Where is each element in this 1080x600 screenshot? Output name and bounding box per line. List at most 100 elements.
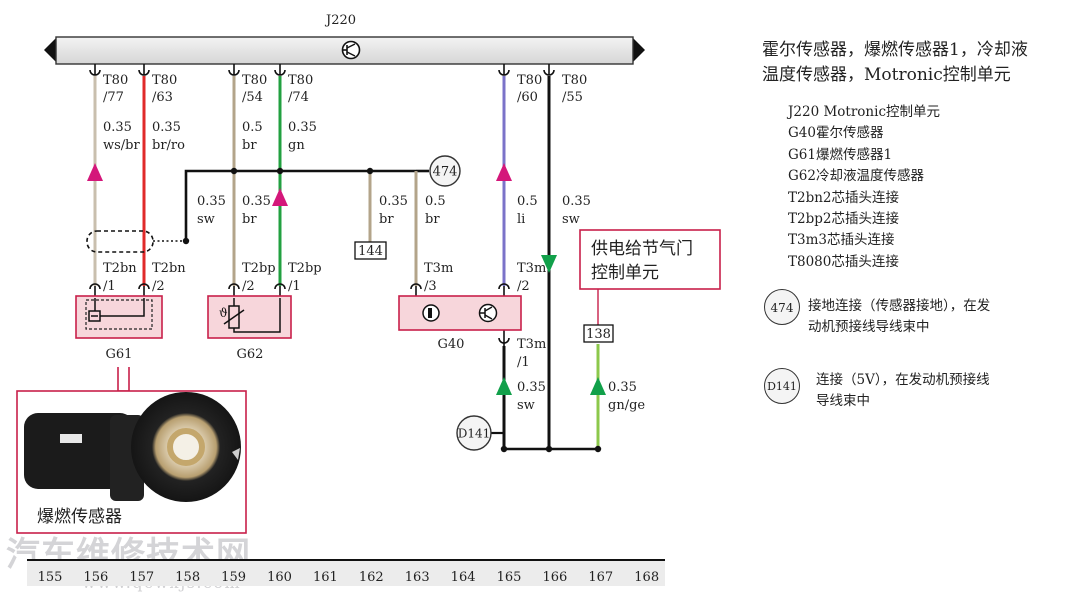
column-number: 157 [129,570,154,585]
legend-item: T2bn2芯插头连接 [788,189,900,206]
pin-sub: /55 [562,90,583,105]
pin-sub: /74 [288,90,309,105]
legend-note-line: 导线束中 [816,393,870,409]
photo-caption: 爆燃传感器 [37,507,122,527]
pin-num: T80 [242,73,267,88]
pin-num: T80 [152,73,177,88]
legend-item: T3m3芯插头连接 [788,232,895,249]
conn-num: T2bp [242,261,276,276]
column-number: 164 [451,570,476,585]
conn-sub: /2 [152,279,165,294]
pin-num: T80 [288,73,313,88]
legend-item: G40霍尔传感器 [788,125,884,142]
legend-item: J220 Motronic控制单元 [788,104,941,120]
wire-size: 0.35 [562,194,591,209]
wire-size: 0.35 [288,120,317,135]
wire-size: 0.35 [103,120,132,135]
conn-num: T3m [424,261,453,276]
wire-sw-branch [184,169,416,241]
wires [93,76,600,451]
thermistor-icon [223,298,281,333]
column-number: 162 [359,570,384,585]
wire-size: 0.35 [242,194,271,209]
g61-shield [85,299,153,330]
bar-right-arrow [633,38,645,62]
column-number: 159 [221,570,246,585]
pin-num: T80 [562,73,587,88]
wire-color: br [242,212,257,227]
column-number: 156 [83,570,108,585]
arrow-up-icon [590,377,606,395]
conn-sub: /1 [103,279,116,294]
conn-sub: /3 [424,279,437,294]
column-number: 167 [588,570,613,585]
column-ruler-bg [27,561,665,586]
d141-symbol [456,415,492,451]
conn-num: T3m [517,337,546,352]
wire-color: li [517,212,525,227]
wire-color: ws/br [103,138,141,153]
legend-title-line: 霍尔传感器，爆燃传感器1，冷却液 [762,40,1028,60]
legend-title-line: 温度传感器，Motronic控制单元 [762,65,1011,85]
callout-throttle [579,229,721,290]
pin-num: T80 [103,73,128,88]
legend-item: G62冷却液温度传感器 [788,168,924,185]
column-number: 160 [267,570,292,585]
pin-sub: /77 [103,90,124,105]
conn-num: T2bn [152,261,186,276]
arrow-up-icon [496,163,512,181]
pin-num: T80 [517,73,542,88]
legend-474-note: 接地连接（传感器接地），在发 动机预接线导线束中 [808,296,990,338]
wire-color: br/ro [152,138,185,153]
legend-474-symbol: 474 [764,289,800,325]
wire-color: sw [562,212,580,227]
g62-label: G62 [237,347,264,362]
conn-num: T2bn [103,261,137,276]
g61-label: G61 [106,347,133,362]
wire-size: 0.5 [242,120,263,135]
signal-arrows [87,163,606,395]
conn-sub: /2 [517,279,530,294]
legend-d141-symbol: D141 [764,368,800,404]
box-138-label: 138 [586,327,611,342]
knock-sensor-icon [88,298,145,322]
legend-note-line: 接地连接（传感器接地），在发 [808,298,991,314]
wire-color: sw [517,398,535,413]
top-pin-markers [89,64,555,76]
knock-sensor-photo [24,392,241,502]
shield-oval [86,230,154,253]
junction-dots [182,167,602,453]
g40-label: G40 [438,337,465,352]
arrow-up-icon [496,377,512,395]
legend-note-line: 动机预接线导线束中 [808,319,930,335]
top-pin-labels: T80 /77 T80 /63 T80 /54 T80 /74 T80 /60 … [103,73,587,105]
box-138 [583,324,614,343]
wire-size: 0.5 [425,194,446,209]
wire-size: 0.5 [517,194,538,209]
hall-element-icon [422,304,440,322]
column-number: 163 [405,570,430,585]
arrow-down-icon [541,255,557,273]
conn-num: T2bp [288,261,322,276]
transistor-icon [341,40,361,60]
wire-color: br [379,212,394,227]
connector-labels: T2bn /1 T2bn /2 T2bp /2 T2bp /1 T3m /3 T… [103,261,546,370]
ground-474-label: 474 [433,165,458,180]
legend-title: 霍尔传感器，爆燃传感器1，冷却液 温度传感器，Motronic控制单元 [762,38,1028,88]
pin-sub: /63 [152,90,173,105]
conn-sub: /1 [517,355,530,370]
arrow-up-icon [272,188,288,206]
pin-sub: /54 [242,90,263,105]
wire-color: gn/ge [608,398,645,413]
wire-color: sw [197,212,215,227]
d141-label: D141 [458,427,491,441]
callout-line-1: 供电给节气门 [591,239,693,259]
pin-sub: /60 [517,90,538,105]
legend-item: T2bp2芯插头连接 [788,211,899,228]
conn-num: T3m [517,261,546,276]
wire-size: 0.35 [379,194,408,209]
wire-size: 0.35 [517,380,546,395]
conn-sub: /2 [242,279,255,294]
ecu-label: J220 [324,13,356,28]
